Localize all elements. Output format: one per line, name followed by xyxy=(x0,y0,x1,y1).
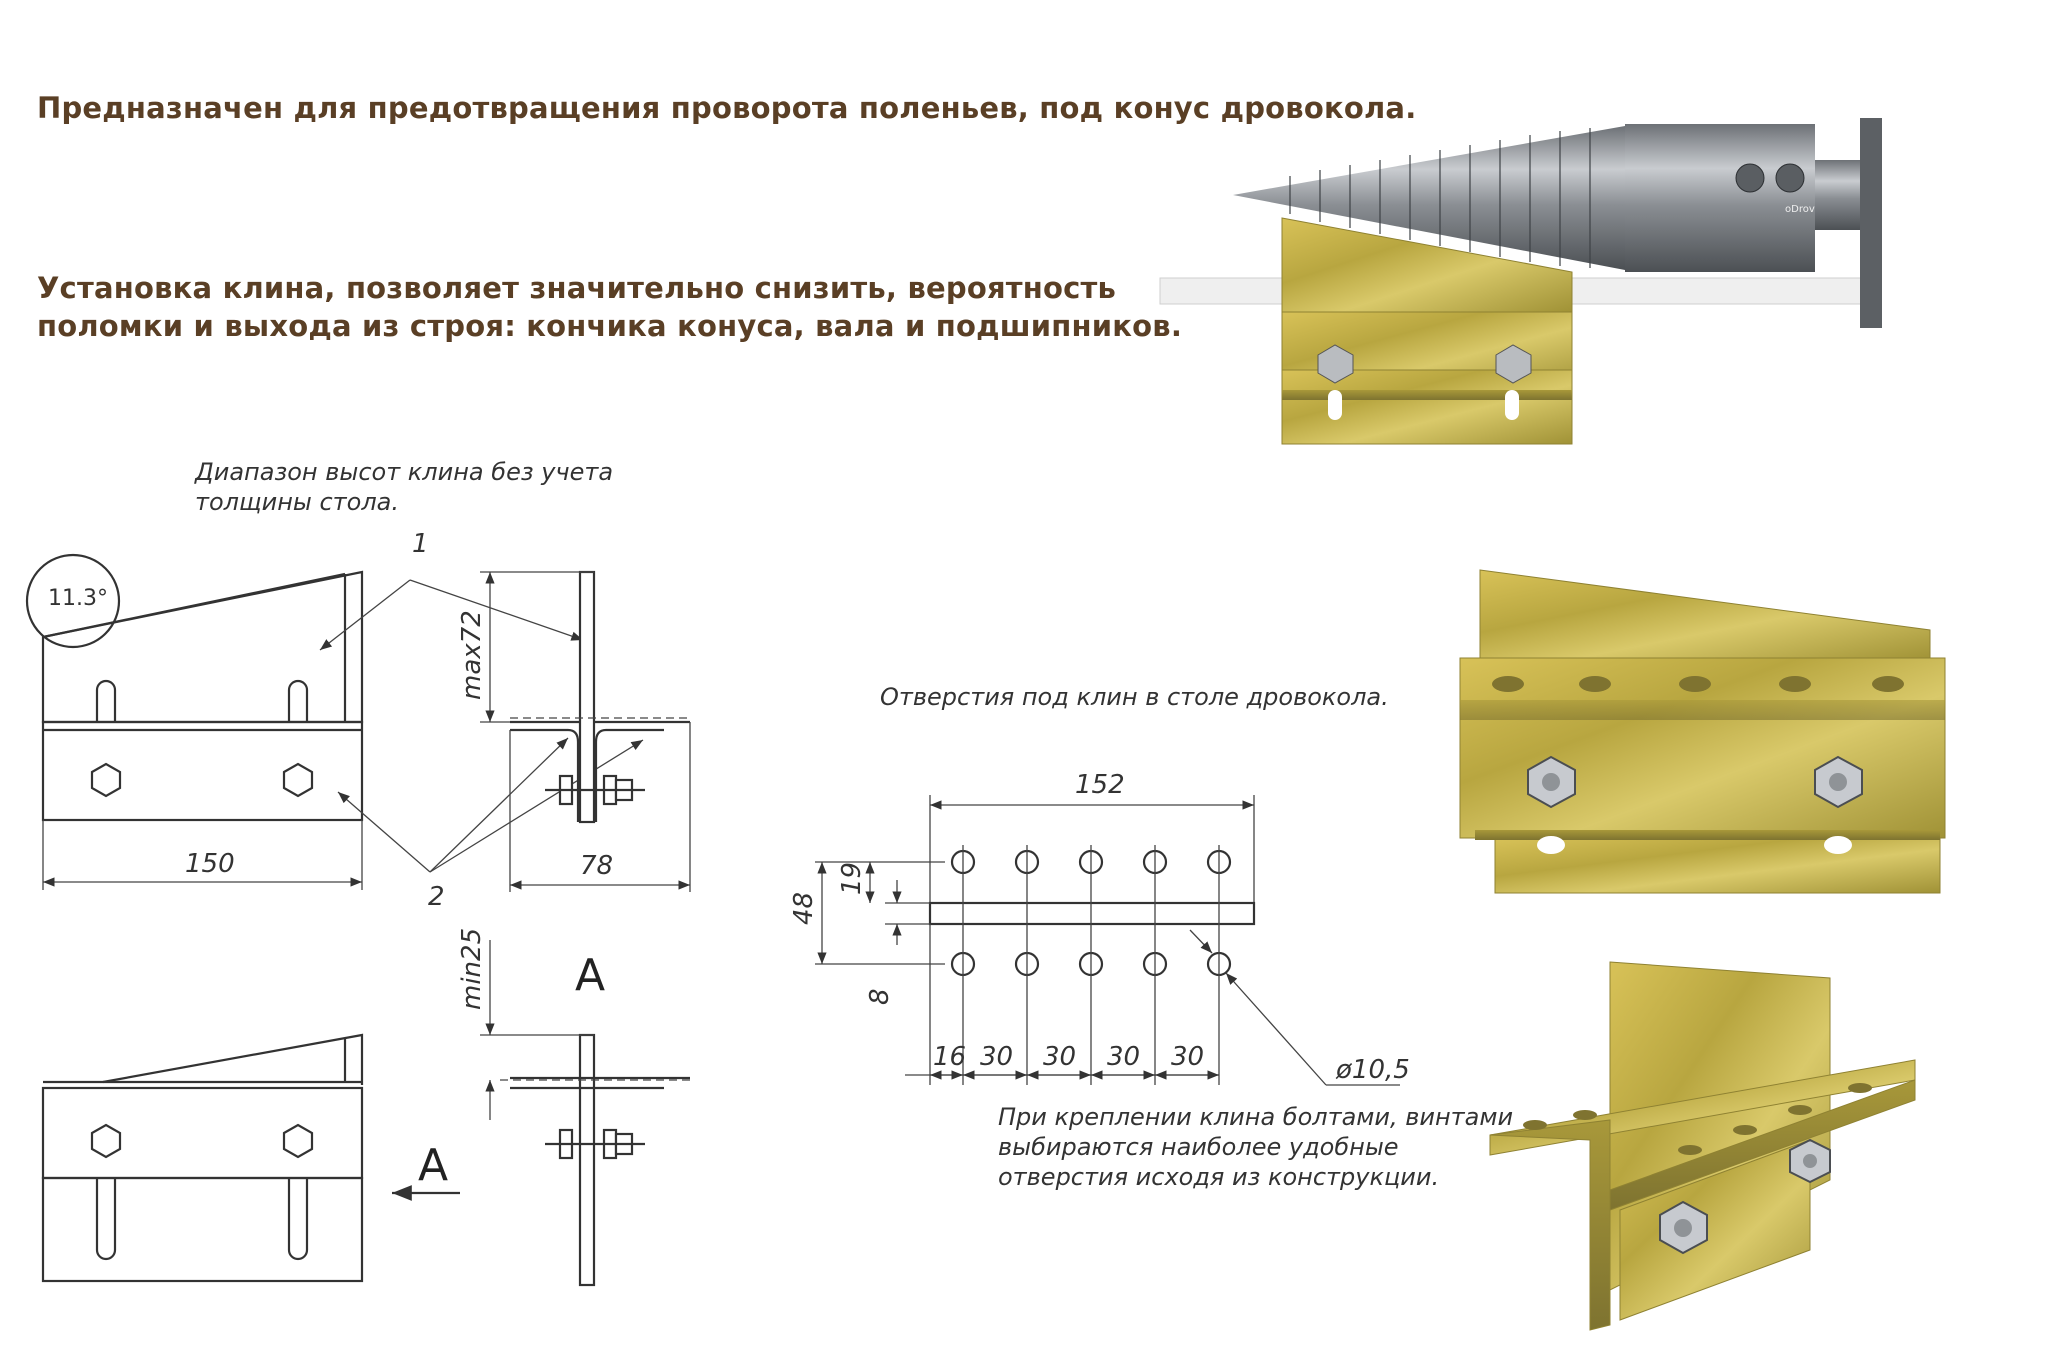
dim-19: 19 xyxy=(837,862,867,895)
dim-hole-diameter: ø10,5 xyxy=(1335,1055,1410,1085)
arrow-a-label: A xyxy=(418,1140,448,1191)
photo-watermark: oDrova.ru xyxy=(1785,204,1835,215)
photo-cone-assembly: oDrova.ru xyxy=(1159,118,1882,445)
view-a-label: A xyxy=(575,950,605,1001)
dim-30-b: 30 xyxy=(1043,1042,1076,1072)
dim-30-a: 30 xyxy=(980,1042,1013,1072)
photo-wedge-angled xyxy=(1489,961,1916,1331)
dim-150: 150 xyxy=(185,849,235,879)
note-mount-line3: отверстия исходя из конструкции. xyxy=(998,1163,1439,1191)
drawing-side-view: Диапазон высот клина без учета толщины с… xyxy=(25,458,691,1287)
heading-purpose: Предназначен для предотвращения проворот… xyxy=(37,91,1417,125)
dim-152: 152 xyxy=(1075,770,1125,800)
drawing-table-holes: Отверстия под клин в столе дровокола. 15… xyxy=(789,683,1513,1191)
heading-benefit-line1: Установка клина, позволяет значительно с… xyxy=(37,271,1117,305)
note-heights-line2: толщины стола. xyxy=(195,488,399,516)
heading-benefit-line2: поломки и выхода из строя: кончика конус… xyxy=(37,309,1183,343)
callout-1: 1 xyxy=(412,529,429,559)
dim-48: 48 xyxy=(789,892,819,925)
callout-2: 2 xyxy=(428,882,445,912)
dim-78: 78 xyxy=(580,851,613,881)
note-holes: Отверстия под клин в столе дровокола. xyxy=(880,683,1389,711)
dim-min25: min25 xyxy=(457,928,487,1010)
dim-30-d: 30 xyxy=(1171,1042,1204,1072)
dim-8: 8 xyxy=(865,988,895,1005)
dim-30-c: 30 xyxy=(1107,1042,1140,1072)
dim-16: 16 xyxy=(933,1042,966,1072)
angle-label: 11.3° xyxy=(48,586,108,611)
note-mount-line1: При креплении клина болтами, винтами xyxy=(998,1103,1513,1131)
note-heights-line1: Диапазон высот клина без учета xyxy=(194,458,613,486)
dim-max72: max72 xyxy=(457,610,487,700)
photo-wedge-front xyxy=(1459,569,1946,894)
note-mount-line2: выбираются наиболее удобные xyxy=(998,1133,1399,1161)
